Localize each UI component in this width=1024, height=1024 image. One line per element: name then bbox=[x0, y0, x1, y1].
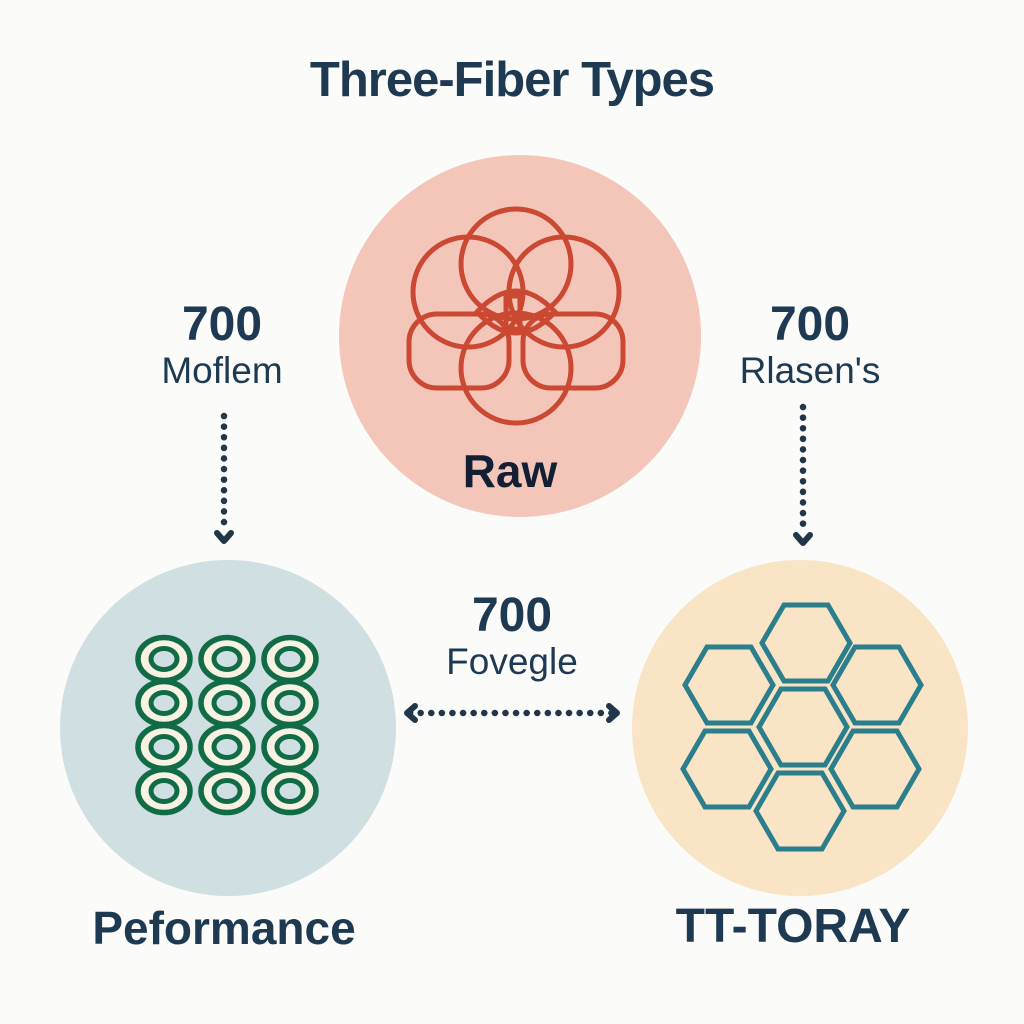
callout-right-label: Rlasen's bbox=[739, 350, 881, 392]
coil-rings-grid-icon bbox=[138, 638, 316, 813]
callout-center-label: Fovegle bbox=[446, 641, 578, 683]
coil-ring bbox=[138, 770, 190, 813]
callout-left-value: 700 bbox=[181, 298, 263, 351]
raw-node-label: Raw bbox=[462, 445, 558, 497]
callout-left-label: Moflem bbox=[161, 350, 283, 392]
callout-right-value: 700 bbox=[769, 298, 851, 351]
coil-ring bbox=[138, 682, 190, 725]
coil-ring bbox=[138, 638, 190, 681]
callout-left: 700 Moflem bbox=[161, 298, 283, 393]
callout-center-value: 700 bbox=[471, 589, 553, 642]
overlapping-circles-rosette-icon bbox=[406, 206, 626, 426]
coil-ring bbox=[264, 770, 316, 813]
coil-ring bbox=[201, 726, 253, 769]
toray-node-circle bbox=[632, 560, 968, 896]
center-dotted-double-arrow bbox=[404, 703, 620, 723]
raw-node-circle bbox=[339, 155, 701, 517]
left-dotted-arrow bbox=[214, 412, 234, 544]
performance-node-label: Peformance bbox=[92, 902, 356, 954]
toray-node-label: TT-TORAY bbox=[675, 900, 911, 953]
callout-center: 700 Fovegle bbox=[446, 589, 578, 684]
coil-ring bbox=[264, 682, 316, 725]
page-title: Three-Fiber Types bbox=[309, 53, 715, 107]
callout-right: 700 Rlasen's bbox=[739, 298, 881, 393]
coil-ring bbox=[264, 638, 316, 681]
coil-ring bbox=[201, 682, 253, 725]
coil-ring bbox=[201, 638, 253, 681]
coil-ring bbox=[264, 726, 316, 769]
right-dotted-arrow bbox=[793, 403, 813, 546]
coil-ring bbox=[201, 770, 253, 813]
coil-ring bbox=[138, 726, 190, 769]
